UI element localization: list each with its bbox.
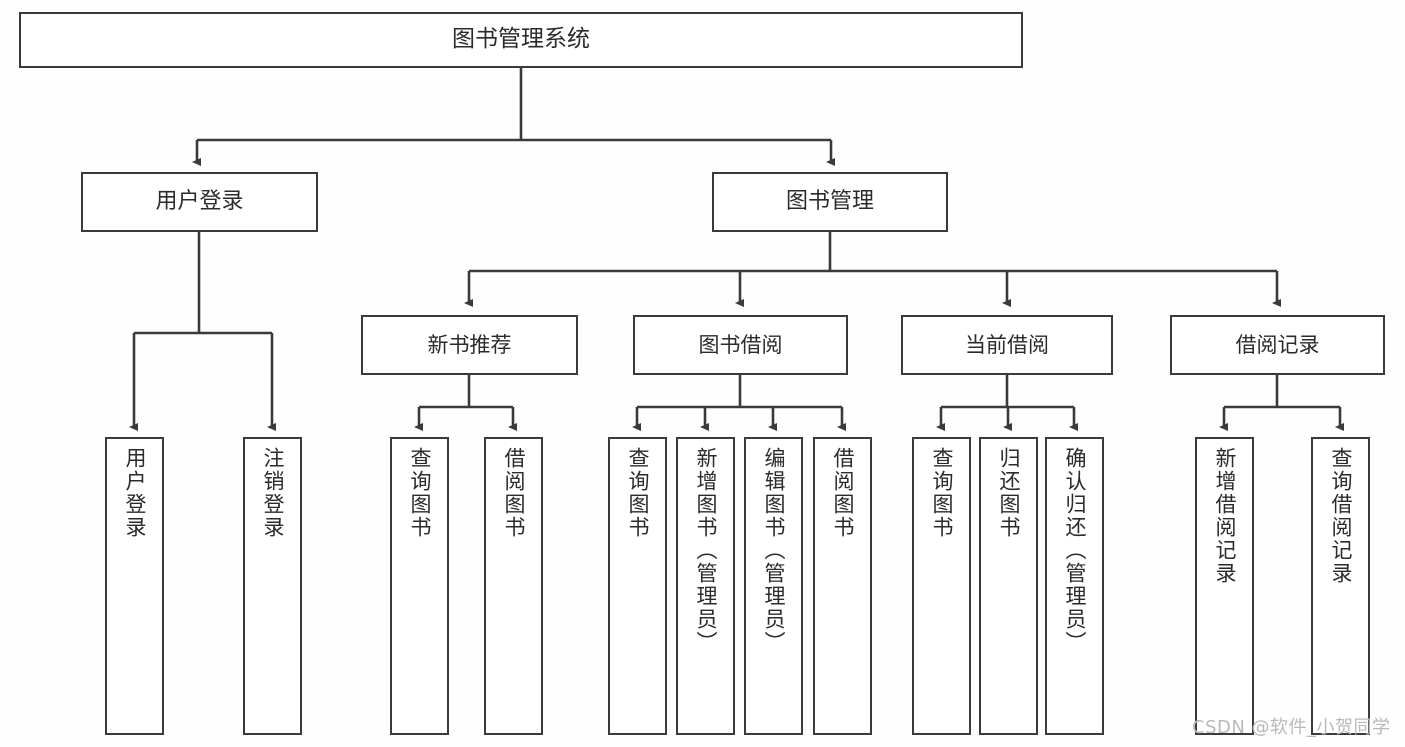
- leaf-label: 借阅图书: [831, 447, 855, 539]
- leaf-label: 借阅图书: [502, 447, 526, 539]
- leaf-borrow-edit-book[interactable]: 编辑图书（管理员）: [744, 437, 803, 735]
- leaf-borrow-query[interactable]: 查询图书: [608, 437, 667, 735]
- leaf-label: 查询借阅记录: [1329, 447, 1353, 585]
- leaf-new-book-query[interactable]: 查询图书: [390, 437, 449, 735]
- leaf-record-add[interactable]: 新增借阅记录: [1195, 437, 1254, 735]
- node-new-book-recommend[interactable]: 新书推荐: [361, 315, 578, 375]
- node-book-management-label: 图书管理: [785, 189, 874, 215]
- leaf-record-query[interactable]: 查询借阅记录: [1311, 437, 1370, 735]
- leaf-label: 确认归还（管理员）: [1063, 447, 1087, 654]
- leaf-label: 注销登录: [261, 447, 285, 539]
- node-root-label: 图书管理系统: [452, 26, 590, 53]
- leaf-label: 查询图书: [408, 447, 432, 539]
- leaf-label: 新增图书（管理员）: [694, 447, 718, 654]
- leaf-current-query[interactable]: 查询图书: [912, 437, 971, 735]
- node-book-borrow-label: 图书借阅: [698, 332, 783, 357]
- leaf-label: 归还图书: [997, 447, 1021, 539]
- node-borrow-record-label: 借阅记录: [1235, 332, 1320, 357]
- leaf-current-return[interactable]: 归还图书: [979, 437, 1038, 735]
- leaf-label: 查询图书: [626, 447, 650, 539]
- leaf-current-confirm-return[interactable]: 确认归还（管理员）: [1045, 437, 1104, 735]
- leaf-borrow-borrow-book[interactable]: 借阅图书: [813, 437, 872, 735]
- node-current-borrow[interactable]: 当前借阅: [901, 315, 1113, 375]
- leaf-user-login-login[interactable]: 用户登录: [105, 437, 164, 735]
- node-root-system[interactable]: 图书管理系统: [19, 12, 1023, 68]
- node-book-borrow[interactable]: 图书借阅: [633, 315, 848, 375]
- node-new-book-recommend-label: 新书推荐: [427, 332, 512, 357]
- leaf-label: 新增借阅记录: [1213, 447, 1237, 585]
- leaf-label: 查询图书: [930, 447, 954, 539]
- leaf-new-book-borrow[interactable]: 借阅图书: [484, 437, 543, 735]
- node-borrow-record[interactable]: 借阅记录: [1170, 315, 1385, 375]
- node-current-borrow-label: 当前借阅: [965, 332, 1049, 357]
- leaf-borrow-add-book[interactable]: 新增图书（管理员）: [676, 437, 735, 735]
- node-user-login-label: 用户登录: [155, 189, 244, 215]
- node-user-login[interactable]: 用户登录: [81, 172, 318, 232]
- node-book-management[interactable]: 图书管理: [712, 172, 948, 232]
- leaf-label: 用户登录: [123, 447, 147, 539]
- csdn-watermark: CSDN @软件_小贺同学: [1192, 717, 1391, 738]
- leaf-user-login-logout[interactable]: 注销登录: [243, 437, 302, 735]
- leaf-label: 编辑图书（管理员）: [762, 447, 786, 654]
